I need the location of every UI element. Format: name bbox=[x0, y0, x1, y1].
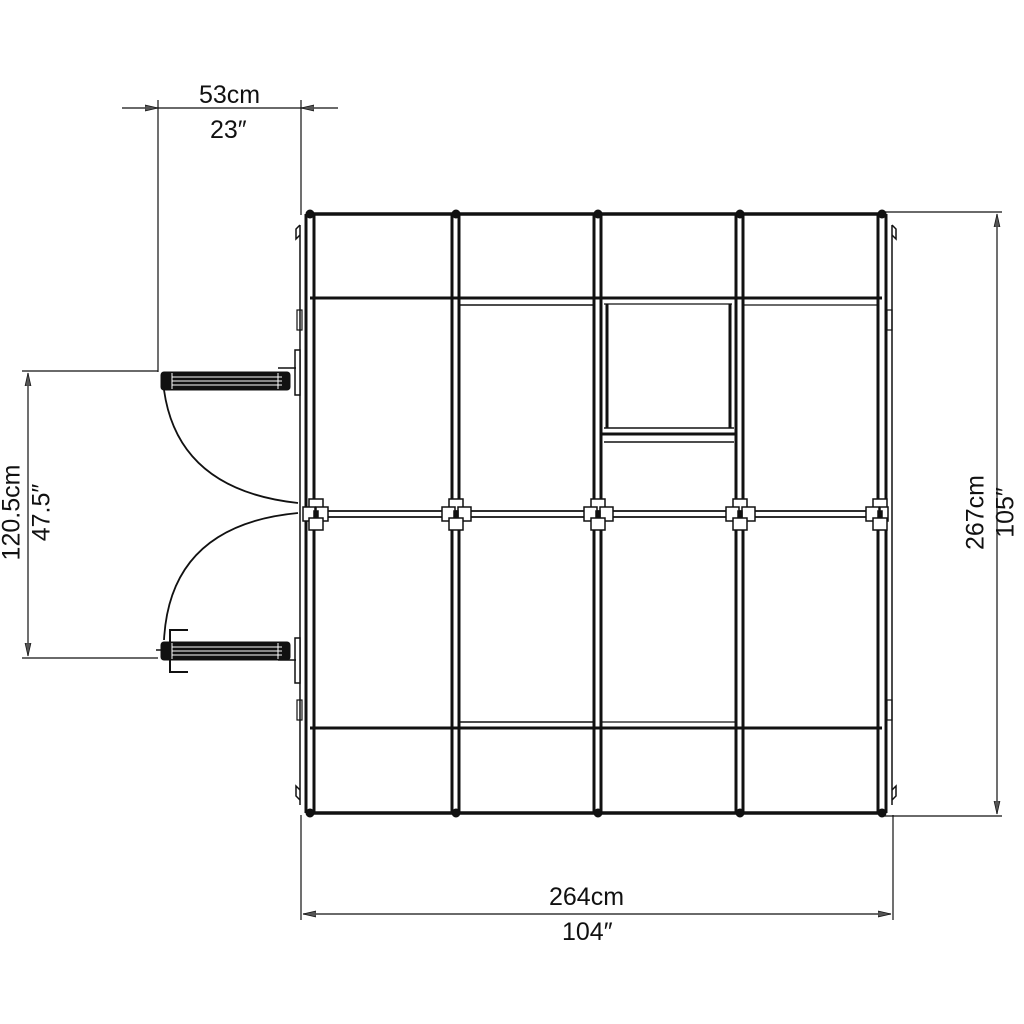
connector-1 bbox=[302, 498, 329, 531]
width-metric-label: 264cm bbox=[549, 883, 625, 911]
door-upper bbox=[160, 349, 301, 504]
ridge-connectors bbox=[302, 498, 889, 531]
door-swing-metric-label: 53cm bbox=[199, 81, 261, 109]
connector-3 bbox=[583, 498, 614, 531]
connector-5 bbox=[865, 498, 889, 531]
door-swing-imperial-label: 23″ bbox=[210, 116, 247, 144]
width-imperial-label: 104″ bbox=[562, 918, 613, 946]
connector-4 bbox=[725, 498, 756, 531]
door-lower bbox=[156, 512, 301, 684]
dimension-depth bbox=[884, 211, 1002, 817]
depth-imperial-label: 105″ bbox=[991, 487, 1020, 538]
door-opening-metric-label: 120.5cm bbox=[0, 464, 26, 561]
dimension-width bbox=[300, 815, 894, 920]
dimension-door-swing bbox=[122, 100, 338, 372]
depth-metric-label: 267cm bbox=[961, 474, 990, 551]
roof-vent-window bbox=[601, 296, 736, 443]
connector-2 bbox=[441, 498, 472, 531]
dimension-door-opening bbox=[22, 370, 158, 659]
door-opening-imperial-label: 47.5″ bbox=[27, 483, 56, 542]
